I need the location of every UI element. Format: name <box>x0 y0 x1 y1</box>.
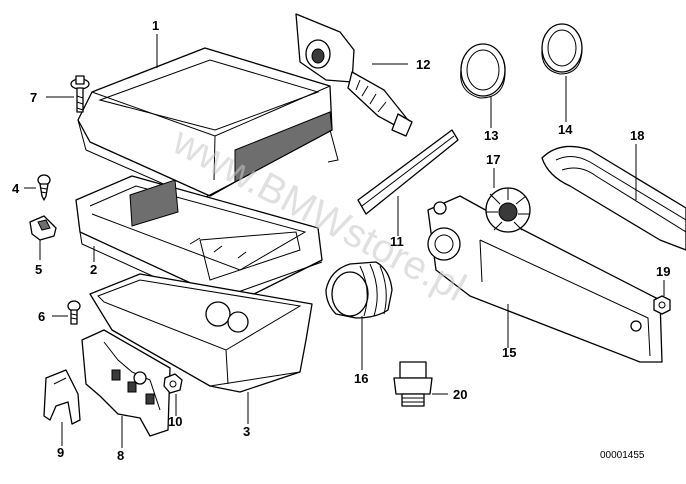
part-strip[interactable] <box>357 129 459 215</box>
callout-8[interactable]: 8 <box>117 448 124 463</box>
part-clip[interactable] <box>43 369 81 425</box>
leader-lines <box>24 34 665 448</box>
callout-11[interactable]: 11 <box>390 234 404 249</box>
callout-19[interactable]: 19 <box>656 264 670 279</box>
part-clamp-nut-5[interactable] <box>29 215 57 241</box>
callout-7[interactable]: 7 <box>30 90 37 105</box>
callout-4[interactable]: 4 <box>12 181 20 196</box>
part-arm-18[interactable] <box>541 145 686 251</box>
part-screw-6[interactable] <box>67 300 81 325</box>
part-housing-frame[interactable] <box>75 175 323 303</box>
callout-15[interactable]: 15 <box>502 345 516 360</box>
part-bellows[interactable] <box>325 261 393 319</box>
callout-12[interactable]: 12 <box>416 57 430 72</box>
part-cover-lid[interactable] <box>77 47 339 201</box>
callout-5[interactable]: 5 <box>35 262 42 277</box>
part-grommet-ring-13[interactable] <box>460 43 506 99</box>
drawing-code: 00001455 <box>600 450 645 461</box>
part-nut-10[interactable] <box>163 373 183 394</box>
part-arm-15[interactable] <box>427 195 663 363</box>
part-nut-19[interactable] <box>653 295 671 315</box>
callout-1[interactable]: 1 <box>152 18 159 33</box>
callout-9[interactable]: 9 <box>57 445 64 460</box>
callout-2[interactable]: 2 <box>90 262 97 277</box>
callout-3[interactable]: 3 <box>243 424 250 439</box>
callout-6[interactable]: 6 <box>38 309 45 324</box>
part-bracket[interactable] <box>81 329 171 437</box>
part-bolt-7[interactable] <box>70 75 90 113</box>
part-grommet-ring-14[interactable] <box>541 23 583 75</box>
callout-18[interactable]: 18 <box>630 128 644 143</box>
callout-10[interactable]: 10 <box>168 414 182 429</box>
callout-13[interactable]: 13 <box>484 128 498 143</box>
part-lower-box[interactable] <box>89 273 313 393</box>
part-screw-4[interactable] <box>37 174 51 201</box>
callout-14[interactable]: 14 <box>558 122 573 137</box>
part-fan-wheel[interactable] <box>485 187 531 233</box>
callout-17[interactable]: 17 <box>486 152 500 167</box>
part-elbow-grommet[interactable] <box>295 13 413 137</box>
callout-16[interactable]: 16 <box>354 371 368 386</box>
part-sensor[interactable] <box>393 361 433 407</box>
callout-20[interactable]: 20 <box>453 387 467 402</box>
